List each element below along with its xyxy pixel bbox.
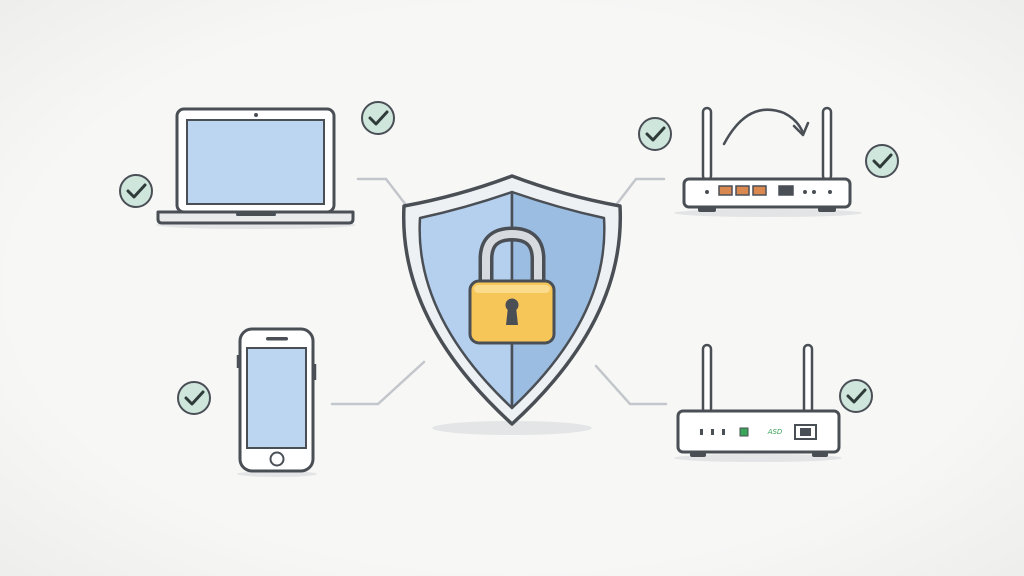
router-antenna-right [821, 106, 833, 182]
checkmark-circle-icon [865, 144, 899, 178]
checkmark-circle-icon [177, 381, 211, 415]
shield-padlock-icon [401, 174, 623, 435]
wifi-router-icon: ASD [674, 343, 842, 462]
router-status-led [739, 427, 749, 437]
checkmark-circle-icon [119, 174, 153, 208]
checkmark-circle-icon [638, 117, 672, 151]
router-ports [718, 185, 794, 196]
connectors [330, 177, 668, 406]
laptop-icon [156, 107, 356, 229]
checkmark-circle-icon [361, 101, 395, 135]
router-antenna-left [701, 106, 713, 182]
connector-router-top [614, 177, 666, 207]
connector-router-bottom [594, 364, 668, 406]
router-antenna-right [802, 343, 814, 415]
router-antenna-left [701, 343, 713, 415]
smartphone-icon [236, 327, 317, 477]
phone-screen [246, 347, 307, 449]
connector-phone [330, 360, 426, 406]
laptop-screen [186, 119, 325, 205]
curved-arrow-icon [722, 108, 810, 146]
connector-laptop [356, 177, 408, 207]
router-brand-label: ASD [767, 428, 783, 436]
phone-home-button [269, 451, 285, 467]
checkmark-circle-icon [839, 379, 873, 413]
wifi-router-icon [674, 106, 862, 217]
